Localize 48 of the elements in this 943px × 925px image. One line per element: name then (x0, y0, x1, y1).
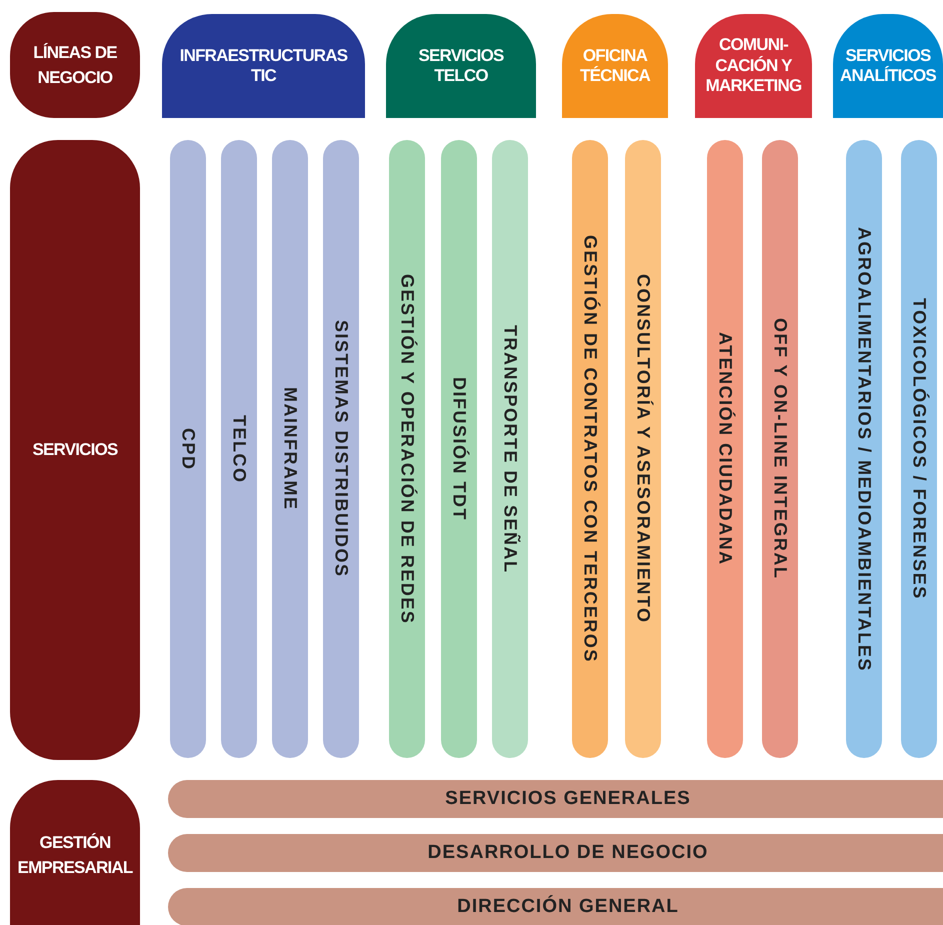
service-column (707, 140, 743, 758)
business-management-box (10, 780, 140, 925)
management-bar (168, 888, 943, 925)
header-tab (695, 14, 812, 118)
header-tab (162, 14, 365, 118)
header-label: COMUNI- CACIÓN Y MARKETING (704, 35, 802, 97)
header-tab (562, 14, 668, 118)
service-column (762, 140, 798, 758)
business-lines-box (10, 12, 140, 118)
label-text: SERVICIOS (31, 439, 119, 462)
label-text: ATENCIÓN CIUDADANA (714, 332, 736, 566)
header-label: SERVICIOS ANALÍTICOS (839, 46, 937, 86)
label-text: LÍNEAS DE NEGOCIO (32, 42, 118, 89)
services-box (10, 140, 140, 760)
label-text: DIFUSIÓN TDT (448, 377, 470, 521)
management-bar (168, 834, 943, 872)
label-text: TRANSPORTE DE SEÑAL (500, 324, 520, 574)
label-text: GESTIÓN DE CONTRATOS CON TERCEROS (580, 235, 600, 663)
label-text: OFF Y ON-LINE INTEGRAL (770, 318, 790, 580)
header-tab (833, 14, 943, 118)
service-column (170, 140, 206, 758)
header-label: SERVICIOS TELCO (417, 46, 505, 86)
service-column (441, 140, 477, 758)
service-column (389, 140, 425, 758)
label-text: SISTEMAS DISTRIBUIDOS (330, 320, 352, 578)
management-bar (168, 780, 943, 818)
header-tab (386, 14, 536, 118)
label-text: AGROALIMENTARIOS / MEDIOAMBIENTALES (854, 226, 874, 672)
label-text: TELCO (228, 414, 250, 484)
service-column (625, 140, 661, 758)
label-text: TOXICOLÓGICOS / FORENSES (908, 298, 930, 600)
label-text: GESTIÓN EMPRESARIAL (16, 832, 134, 879)
label-text: CONSULTORÍA Y ASESORAMIENTO (632, 274, 654, 624)
service-column (221, 140, 257, 758)
service-column (492, 140, 528, 758)
label-text: MAINFRAME (280, 387, 300, 511)
label-text: DIRECCIÓN GENERAL (457, 896, 679, 918)
label-text: CPD (178, 428, 198, 470)
header-label: INFRAESTRUCTURAS TIC (178, 46, 348, 86)
label-text: DESARROLLO DE NEGOCIO (428, 842, 708, 864)
service-column (323, 140, 359, 758)
label-text: GESTIÓN Y OPERACIÓN DE REDES (396, 274, 418, 624)
header-label: OFICINA TÉCNICA (579, 46, 652, 86)
service-column (572, 140, 608, 758)
service-column (846, 140, 882, 758)
service-column (901, 140, 937, 758)
label-text: SERVICIOS GENERALES (445, 788, 691, 810)
service-column (272, 140, 308, 758)
